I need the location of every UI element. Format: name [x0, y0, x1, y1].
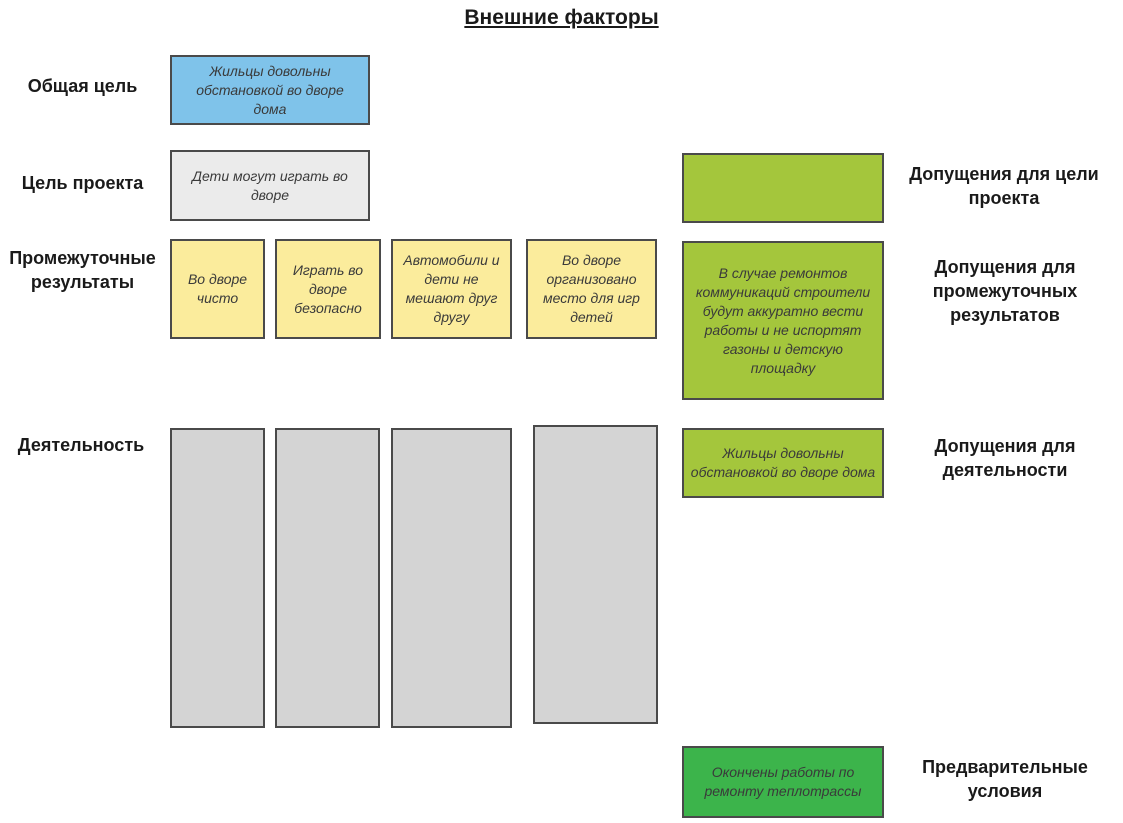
assumption-label-preconditions: Предварительные условия: [922, 757, 1088, 801]
result-box-4: Во дворе организовано место для игр дете…: [526, 239, 657, 339]
row-label-overall-goal: Общая цель: [27, 76, 138, 96]
row-label-project-goal: Цель проекта: [21, 173, 144, 193]
activity-box-2: [275, 428, 380, 728]
assumption-label-activities: Допущения для деятельности: [934, 436, 1076, 480]
activity-box-4: [533, 425, 658, 724]
diagram-title: Внешние факторы: [464, 6, 659, 29]
preconditions-box: Окончены работы по ремонту теплотрассы: [682, 746, 884, 818]
assumption-label-intermediate-results: Допущения для промежуточных результатов: [932, 257, 1078, 325]
project-goal-box: Дети могут играть во дворе: [170, 150, 370, 221]
assumption-activities-box: Жильцы довольны обстановкой во дворе дом…: [682, 428, 884, 498]
row-label-activities: Деятельность: [17, 435, 145, 455]
result-box-1: Во дворе чисто: [170, 239, 265, 339]
result-box-3: Автомобили и дети не мешают друг другу: [391, 239, 512, 339]
activity-box-3: [391, 428, 512, 728]
assumption-label-project-goal: Допущения для цели проекта: [909, 164, 1099, 208]
overall-goal-box: Жильцы довольны обстановкой во дворе дом…: [170, 55, 370, 125]
assumption-project-goal-box: [682, 153, 884, 223]
activity-box-1: [170, 428, 265, 728]
result-box-2: Играть во дворе безопасно: [275, 239, 381, 339]
assumption-results-box: В случае ремонтов коммуникаций строители…: [682, 241, 884, 400]
row-label-intermediate-results: Промежуточные результаты: [9, 248, 156, 292]
